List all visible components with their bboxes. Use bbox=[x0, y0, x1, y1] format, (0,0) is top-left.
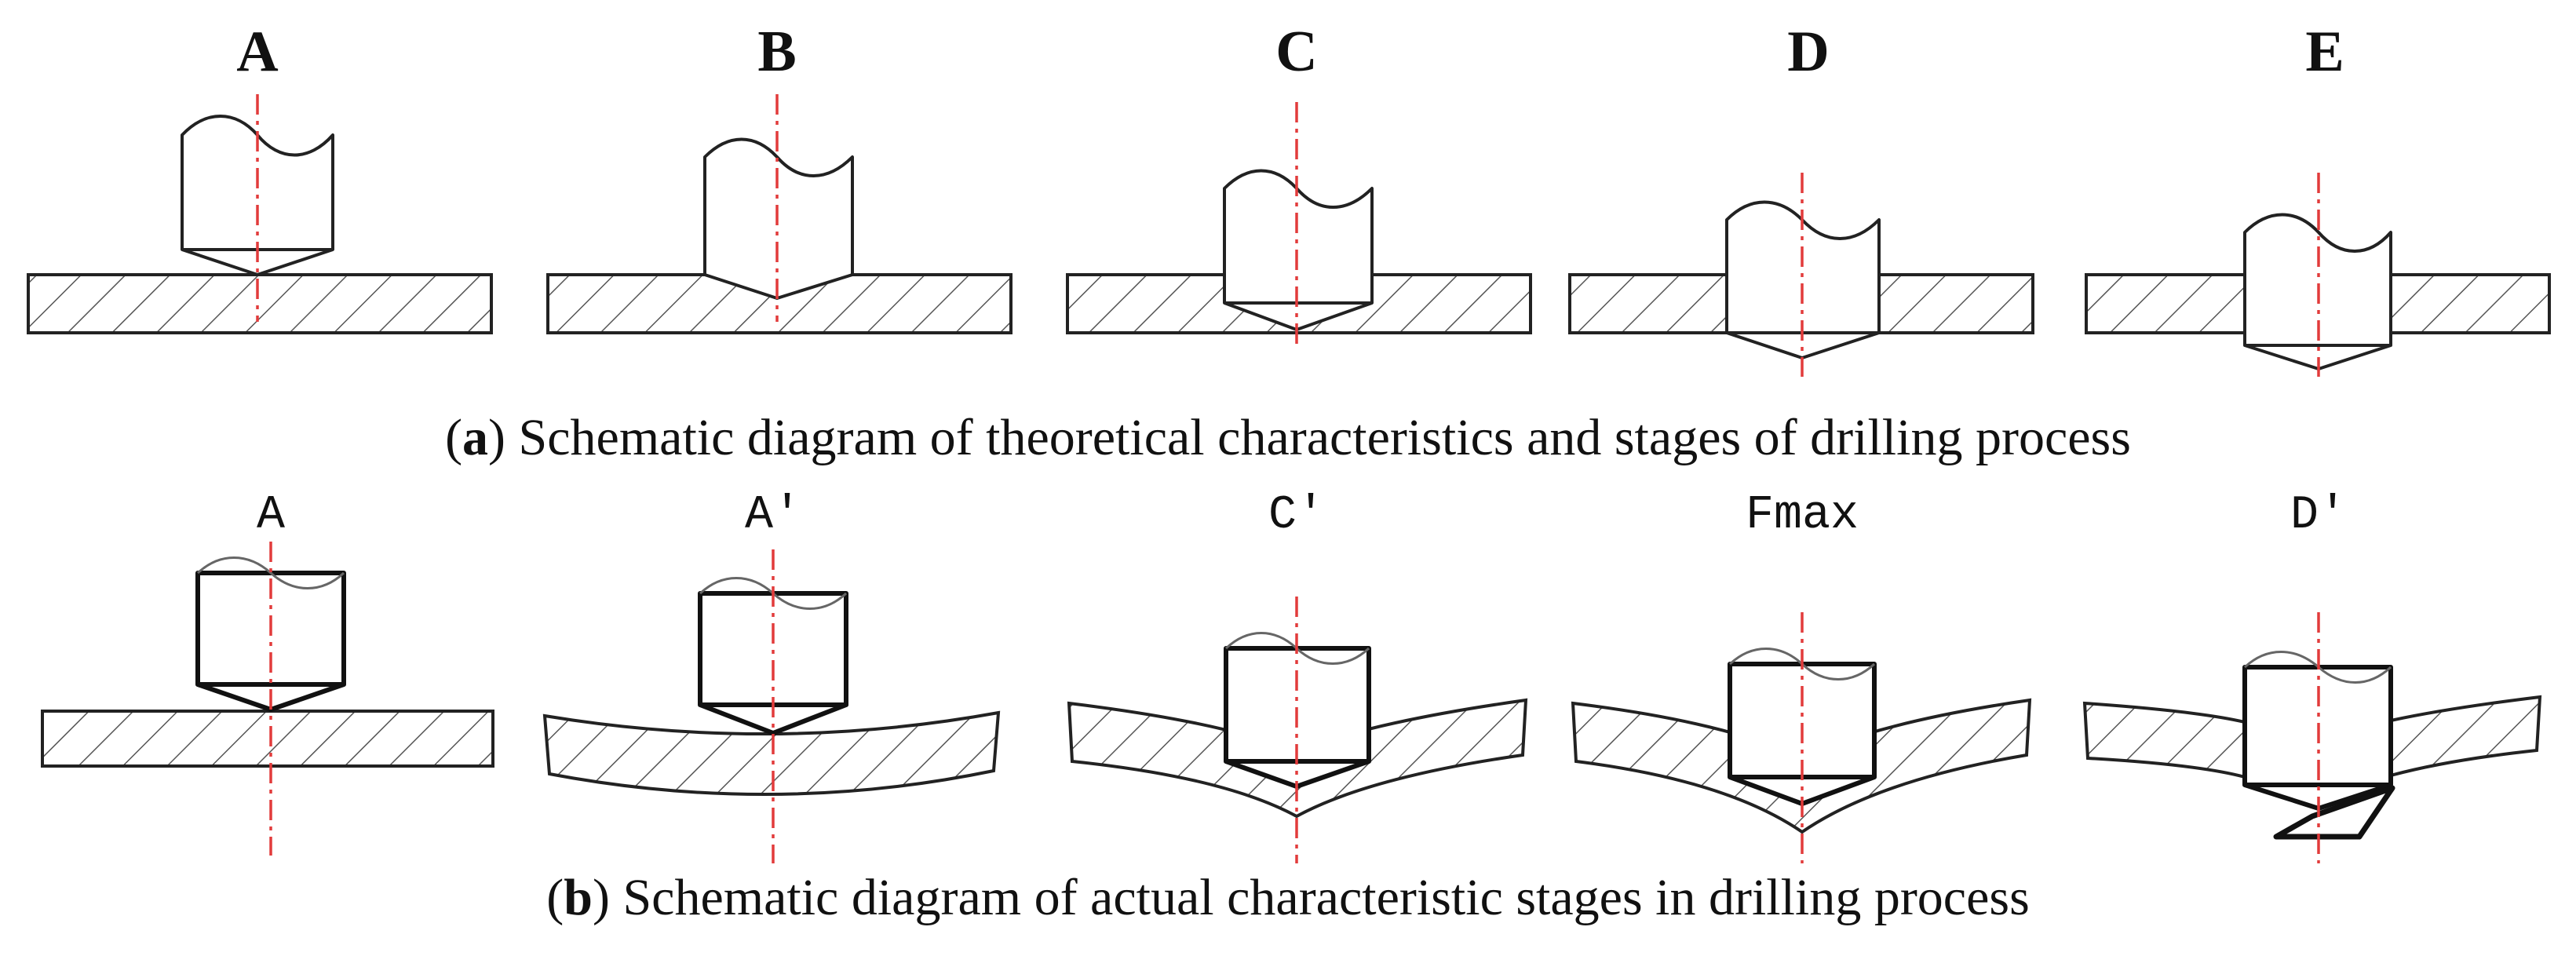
stage-label: B bbox=[757, 20, 796, 84]
drill-bit bbox=[195, 571, 346, 712]
workpiece-plate bbox=[41, 710, 494, 768]
panel-b-stage-3: C' bbox=[1067, 489, 1528, 863]
stage-label: D' bbox=[2290, 489, 2347, 542]
workpiece-plate-bent bbox=[542, 710, 1001, 796]
stage-label: A bbox=[257, 489, 285, 542]
drill-shank-wave bbox=[196, 556, 345, 589]
stage-label: Fmax bbox=[1746, 489, 1859, 542]
panel-b-stage-5: D' bbox=[2082, 489, 2542, 863]
workpiece-plate bbox=[27, 273, 493, 334]
panel-a: A B C D bbox=[27, 20, 2551, 377]
panel-a-stage-5: E bbox=[2085, 20, 2551, 377]
panel-a-stage-4: D bbox=[1568, 20, 2034, 377]
workpiece-plate-left bbox=[2082, 701, 2246, 779]
panel-b-stage-1: A bbox=[41, 489, 494, 856]
stage-label: A bbox=[236, 20, 278, 84]
panel-a-stage-1: A bbox=[27, 20, 493, 334]
caption-a: (a) Schematic diagram of theoretical cha… bbox=[445, 409, 2131, 466]
panel-a-stage-3: C bbox=[1066, 20, 1532, 345]
drill-bit bbox=[1223, 169, 1374, 331]
drill-bit bbox=[703, 137, 854, 300]
stage-label: E bbox=[2305, 20, 2344, 84]
drill-bit bbox=[1725, 200, 1881, 359]
panel-b-stage-2: A' bbox=[542, 489, 1001, 863]
caption-b-text: Schematic diagram of actual characterist… bbox=[609, 869, 2030, 926]
stage-label: D bbox=[1787, 20, 1829, 84]
caption-b-letter: b bbox=[564, 869, 593, 926]
caption-a-letter: a bbox=[462, 409, 489, 466]
caption-a-text: Schematic diagram of theoretical charact… bbox=[505, 409, 2131, 466]
workpiece-plate-right bbox=[2389, 695, 2542, 778]
detached-chip bbox=[2273, 785, 2395, 840]
stage-label: A' bbox=[745, 489, 801, 542]
panel-b: A A' C' bbox=[41, 489, 2542, 863]
panel-a-stage-2: B bbox=[546, 20, 1013, 334]
panel-b-stage-4: Fmax bbox=[1571, 489, 2032, 863]
stage-label: C bbox=[1275, 20, 1317, 84]
caption-b: (b) Schematic diagram of actual characte… bbox=[546, 869, 2030, 926]
stage-label: C' bbox=[1268, 489, 1325, 542]
